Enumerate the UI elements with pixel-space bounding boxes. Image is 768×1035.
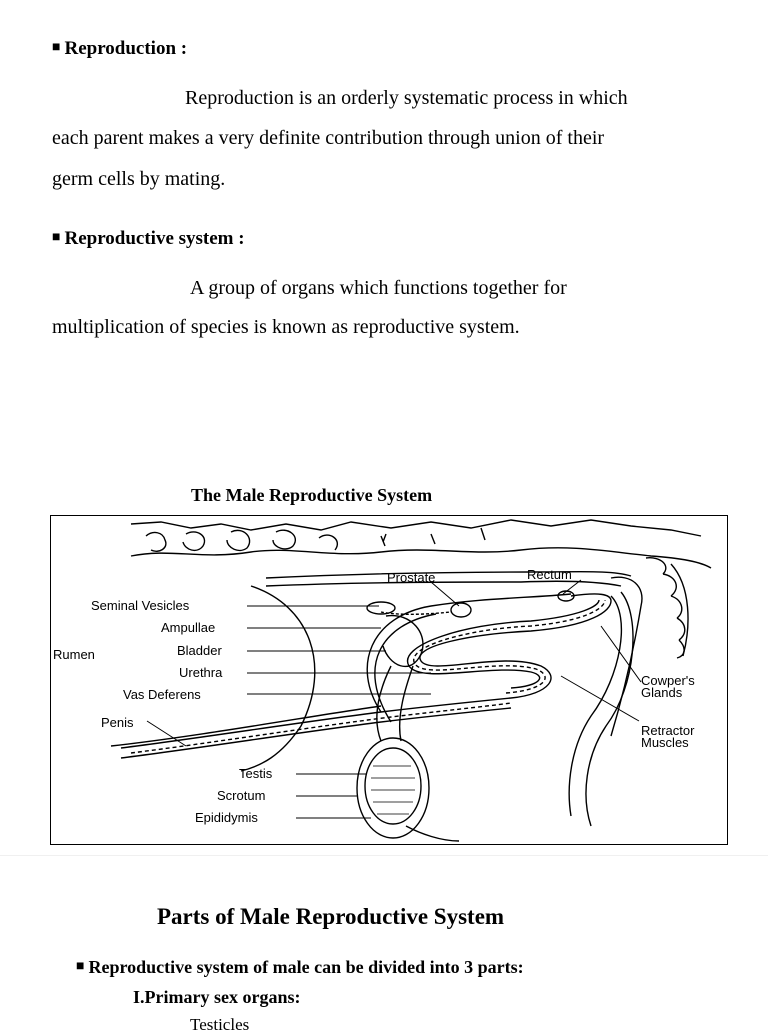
reproduction-line-2: each parent makes a very definite contri… [52,127,605,149]
label-prostate: Prostate [387,570,435,585]
label-urethra: Urethra [179,665,223,680]
heading-reproduction: ■Reproduction : [52,38,187,60]
parts-intro-text: Reproductive system of male can be divid… [88,957,524,977]
reproductive-system-line-2: multiplication of species is known as re… [52,316,520,338]
vertebra-8 [480,527,486,541]
bullet-icon: ■ [52,40,61,55]
reproduction-line-1: Reproduction is an orderly systematic pr… [185,87,628,109]
parts-intro: ■Reproductive system of male can be divi… [76,957,524,978]
parts-title: Parts of Male Reproductive System [157,904,505,929]
heading-reproduction-text: Reproduction : [64,38,188,59]
vertebra-3 [226,529,251,552]
body-back-line [265,570,632,579]
retractor-muscle-2 [585,591,634,827]
testis-shape [364,747,422,825]
body-back-line-2 [265,580,622,587]
spine-lower [130,547,712,569]
penis-shaft-dash [130,702,512,754]
vertebra-4 [272,529,296,550]
label-scrotum: Scrotum [217,788,265,803]
label-vas-deferens: Vas Deferens [123,687,201,702]
cowpers-gland-shape [557,590,575,602]
pelvic-urethra-2 [374,613,437,723]
penis-shaft-upper [120,697,512,749]
reproduction-line-3: germ cells by mating. [52,168,226,190]
parts-testicles: Testicles [190,1015,250,1034]
sigmoid-outer [419,593,612,699]
label-testis: Testis [239,766,273,781]
bullet-icon: ■ [76,959,85,974]
penis-shaft-lower [120,707,512,759]
label-cowpers-1: Cowper's [641,673,695,688]
tail-outline [670,563,689,657]
rectum-tube [610,576,643,737]
vertebra-6 [380,533,387,547]
parts-primary: I.Primary sex organs: [133,987,301,1007]
label-cowpers-2: Glands [641,685,683,700]
testis-texture [371,765,415,815]
belly-line [110,705,382,747]
label-retractor-1: Retractor [641,723,695,738]
label-rumen: Rumen [53,647,95,662]
vertebra-2 [182,531,206,552]
heading-reproductive-system: ■Reproductive system : [52,228,245,250]
figure-title: The Male Reproductive System [191,485,433,505]
scrotum-shape [356,737,430,839]
label-penis: Penis [101,715,134,730]
retractor-muscle [568,595,623,817]
prostate-shape [450,602,472,618]
bladder-shape [382,614,424,668]
vertebra-7 [430,533,436,545]
label-retractor-2: Muscles [641,735,689,750]
tail-vertebrae [645,557,686,659]
spermatic-cord [376,665,414,742]
bullet-icon: ■ [52,230,61,245]
page-separator [0,855,768,856]
label-ampullae: Ampullae [161,620,215,635]
sigmoid-dash [413,599,606,694]
label-rectum: Rectum [527,567,572,582]
label-bladder: Bladder [177,643,222,658]
scrotum-lower [405,825,460,842]
seminal-vesicle-shape [366,601,396,615]
label-epididymis: Epididymis [195,810,258,825]
leader-lines [146,579,642,819]
label-seminal-vesicles: Seminal Vesicles [91,598,190,613]
vertebra-5 [318,534,338,551]
male-reproductive-diagram: Prostate Rectum Seminal Vesicles Ampulla… [50,515,728,845]
heading-reproductive-system-text: Reproductive system : [64,228,245,249]
vertebra-1 [145,531,167,552]
ampullae-shape [380,611,452,616]
diagram-svg: Prostate Rectum Seminal Vesicles Ampulla… [53,519,712,842]
spine-outline [130,519,702,537]
reproductive-system-line-1: A group of organs which functions togeth… [190,277,567,299]
rumen-curve [240,585,316,772]
